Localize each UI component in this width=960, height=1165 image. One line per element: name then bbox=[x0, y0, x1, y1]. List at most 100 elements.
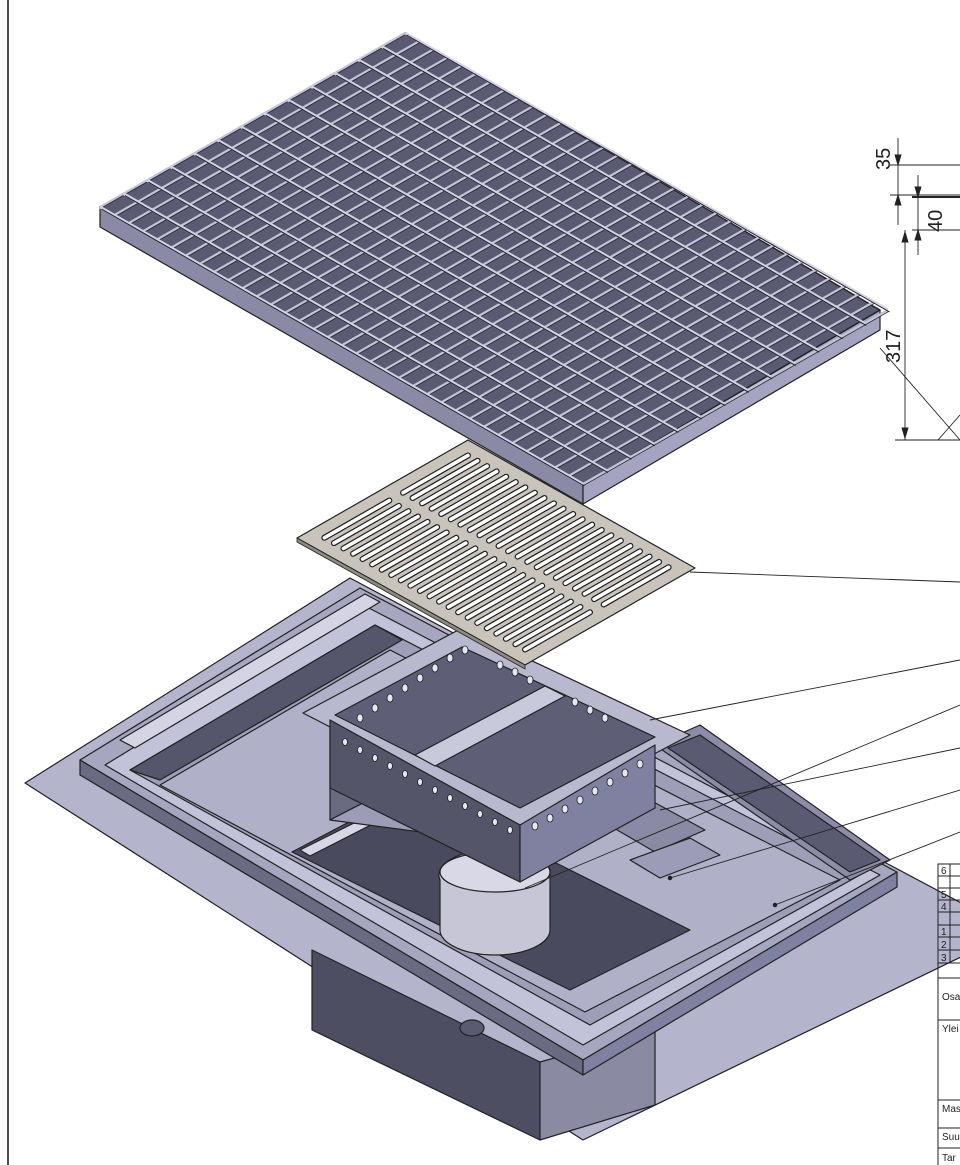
grating-bar-cross bbox=[241, 113, 548, 290]
grating-bar-main bbox=[122, 192, 608, 472]
plate-slot bbox=[465, 578, 535, 620]
grating-bar-cross-shadow bbox=[314, 156, 620, 331]
plate-slot bbox=[332, 504, 401, 545]
grating-bar-cross-shadow bbox=[342, 172, 648, 348]
plate-slot bbox=[427, 557, 497, 599]
plate-slot bbox=[341, 509, 411, 551]
basket-holes-right bbox=[531, 759, 644, 831]
grating-bar-main-shadow bbox=[242, 128, 726, 407]
grating bbox=[99, 31, 890, 505]
plate-slot bbox=[525, 522, 595, 564]
grating-bar-cross bbox=[113, 40, 420, 217]
label-suu: Suu bbox=[942, 1132, 960, 1143]
grating-bar-main bbox=[310, 85, 795, 365]
grating-bar-cross bbox=[525, 276, 832, 453]
grating-bar-cross-shadow bbox=[584, 310, 890, 486]
grating-bar-cross bbox=[99, 32, 406, 208]
grating-bar-cross bbox=[326, 162, 633, 339]
grating-bar-main-shadow bbox=[148, 181, 632, 460]
plate-slot bbox=[475, 583, 545, 625]
plate-slot bbox=[582, 554, 652, 596]
grating-bar-cross bbox=[255, 121, 562, 298]
title-block bbox=[937, 863, 960, 1165]
plate-slot bbox=[534, 528, 604, 570]
row-4: 4 bbox=[941, 902, 947, 913]
grating-bar-cross-shadow bbox=[115, 41, 421, 217]
grating-bar-cross-shadow bbox=[512, 270, 819, 445]
dimension-label-35: 35 bbox=[873, 148, 895, 170]
grating-bar-cross bbox=[483, 252, 790, 428]
label-osa: Osa bbox=[942, 992, 960, 1003]
grating-bar-cross bbox=[142, 56, 449, 233]
plate-slot bbox=[420, 464, 489, 506]
grating-bar-cross bbox=[127, 48, 434, 225]
grating-bar-cross bbox=[511, 268, 818, 445]
leader-line-trap bbox=[524, 704, 960, 889]
opening-bar-2 bbox=[629, 837, 721, 879]
plate-slot bbox=[515, 517, 585, 559]
plate-slot bbox=[477, 496, 547, 538]
grating-bar-cross-shadow bbox=[129, 50, 435, 225]
grating-bar-cross bbox=[213, 97, 520, 274]
plate-slot bbox=[379, 530, 449, 572]
plate-slot bbox=[592, 560, 661, 601]
grating-bar-main bbox=[169, 165, 655, 446]
grating-bar-cross bbox=[440, 227, 747, 404]
grating-bar-cross bbox=[369, 186, 676, 363]
grating-bar-cross-shadow bbox=[172, 74, 478, 250]
grating-bar-cross bbox=[497, 260, 804, 437]
plate-slot bbox=[496, 506, 566, 548]
grating-bar-cross bbox=[568, 300, 875, 477]
grating-bar-cross bbox=[468, 243, 775, 420]
leader-line-plate bbox=[689, 571, 960, 583]
leader-line-grating bbox=[879, 347, 960, 441]
grating-bar-main-shadow bbox=[101, 208, 585, 487]
row-2: 2 bbox=[941, 940, 947, 951]
grating-bar-cross bbox=[227, 105, 534, 282]
grating-bar-main-shadow bbox=[124, 195, 609, 474]
row-6: 6 bbox=[941, 866, 947, 877]
grating-bar-cross-shadow bbox=[555, 294, 861, 470]
grating-bar-cross-shadow bbox=[399, 204, 705, 380]
grating-bar-cross-shadow bbox=[299, 147, 606, 323]
grating-bar-cross bbox=[582, 309, 889, 485]
grating-bar-main bbox=[286, 98, 772, 379]
grating-bar-main-shadow bbox=[288, 101, 773, 380]
grating-bar-cross-shadow bbox=[441, 229, 748, 405]
grating-bar-main-shadow bbox=[312, 88, 796, 366]
plate-slot bbox=[410, 458, 480, 500]
plate-slot bbox=[370, 525, 439, 567]
grating-bar-main bbox=[216, 138, 702, 419]
dimension-lines bbox=[890, 138, 960, 441]
back-rail bbox=[119, 593, 381, 749]
grating-bar-cross bbox=[411, 211, 719, 388]
plate-slot bbox=[351, 514, 420, 556]
grating-bar-main bbox=[146, 178, 631, 459]
leader-line-basket bbox=[649, 659, 960, 721]
grating-bar-main bbox=[193, 152, 678, 432]
grating-bar-cross bbox=[554, 292, 861, 469]
plate-slot bbox=[494, 594, 564, 636]
grating-bar-main-shadow bbox=[406, 34, 890, 313]
grating-bar-cross bbox=[397, 203, 704, 380]
grating-bar-main-shadow bbox=[335, 74, 820, 353]
plate-slot bbox=[563, 544, 633, 585]
grating-bar-main bbox=[263, 112, 748, 392]
plate-slot bbox=[439, 474, 509, 516]
plate-slot bbox=[322, 498, 392, 540]
dimension-label-317: 317 bbox=[883, 330, 905, 363]
grating-bar-cross bbox=[426, 219, 733, 396]
basket-holes-back bbox=[356, 645, 609, 723]
grating-bar-cross-shadow bbox=[456, 237, 762, 413]
plate-slot bbox=[360, 520, 430, 561]
label-ylei: Ylei bbox=[942, 1024, 959, 1035]
plate-slot bbox=[446, 567, 516, 609]
leader-line-bar bbox=[669, 789, 960, 879]
grating-bar-cross-shadow bbox=[186, 82, 492, 258]
grating-bar-cross-shadow bbox=[157, 66, 464, 242]
grating-bar-main bbox=[380, 45, 866, 325]
plate-slot bbox=[487, 501, 556, 543]
plate-slot bbox=[573, 549, 642, 591]
grating-bar-main-shadow bbox=[359, 61, 843, 340]
